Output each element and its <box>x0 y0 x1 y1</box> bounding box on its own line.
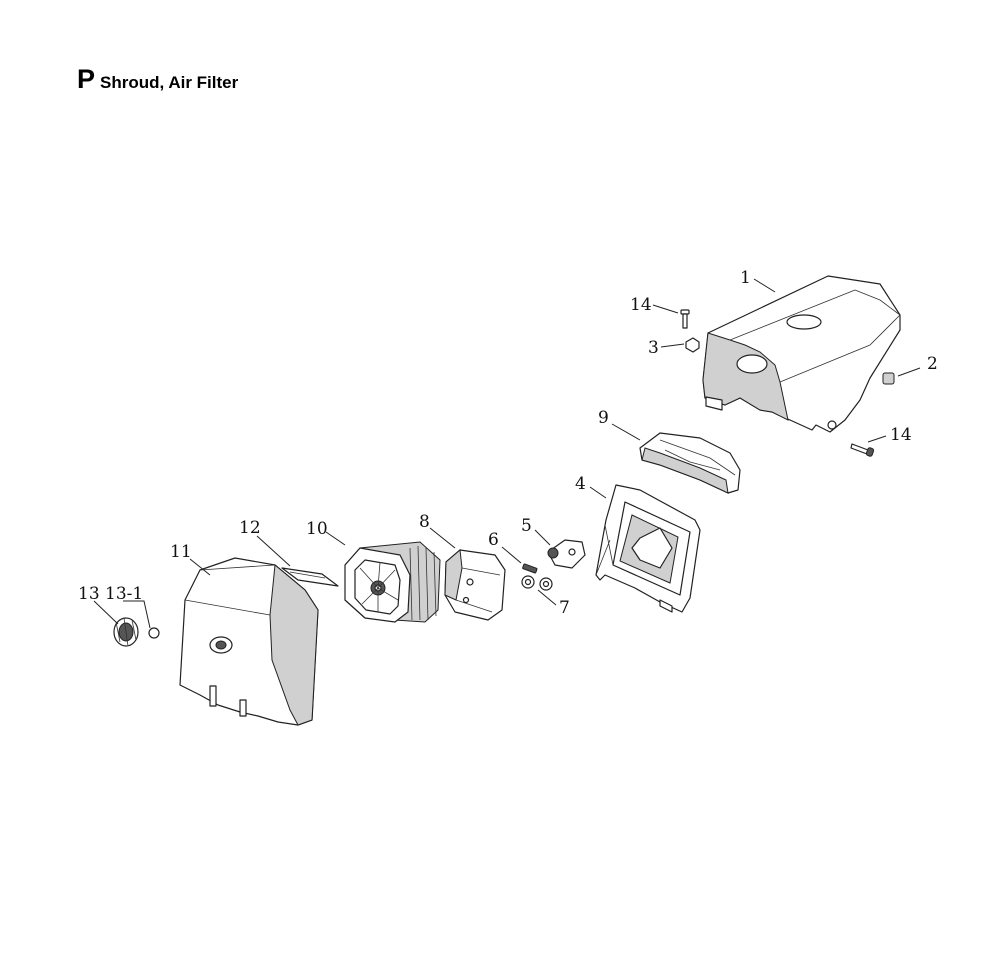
callout-1: 1 <box>740 268 751 288</box>
part-13-knob <box>113 617 139 647</box>
part-9-prefilter <box>639 432 741 494</box>
part-14-screw-bottom <box>850 443 875 457</box>
callout-13-1: 13-1 <box>105 584 143 604</box>
callout-8: 8 <box>419 512 430 532</box>
part-12-gasket <box>281 567 339 587</box>
section-title: Shroud, Air Filter <box>100 73 239 92</box>
part-8-filter-element <box>444 549 506 621</box>
callout-3: 3 <box>648 338 659 358</box>
callout-9: 9 <box>598 408 609 428</box>
callout-labels: 1 14 3 2 14 9 4 5 6 7 8 10 12 11 13 13-1 <box>78 268 938 618</box>
part-14-screw-top <box>680 309 690 329</box>
callout-5: 5 <box>521 516 532 536</box>
callout-7: 7 <box>559 598 570 618</box>
part-6-stud <box>522 563 538 574</box>
part-10-pleated-filter <box>344 541 441 623</box>
callout-14-top: 14 <box>630 295 652 315</box>
part-11-filter-cover <box>179 557 319 726</box>
callout-13: 13 <box>78 584 100 604</box>
callout-10: 10 <box>306 519 328 539</box>
callout-2: 2 <box>927 354 938 374</box>
part-3-nut <box>685 337 700 353</box>
callout-11: 11 <box>170 542 192 562</box>
callout-6: 6 <box>488 530 499 550</box>
section-header: P Shroud, Air Filter <box>77 64 238 95</box>
callout-4: 4 <box>575 474 586 494</box>
part-2-plug <box>882 372 895 385</box>
callout-12: 12 <box>239 518 261 538</box>
part-4-filter-base <box>595 484 701 613</box>
leader-lines <box>93 278 921 629</box>
part-1-top-shroud <box>702 275 901 433</box>
part-13-1-ring <box>148 627 160 639</box>
part-5-choke-lever <box>547 539 586 569</box>
callout-14-bottom: 14 <box>890 425 912 445</box>
part-7-nuts <box>521 575 553 591</box>
section-letter: P <box>77 64 96 94</box>
